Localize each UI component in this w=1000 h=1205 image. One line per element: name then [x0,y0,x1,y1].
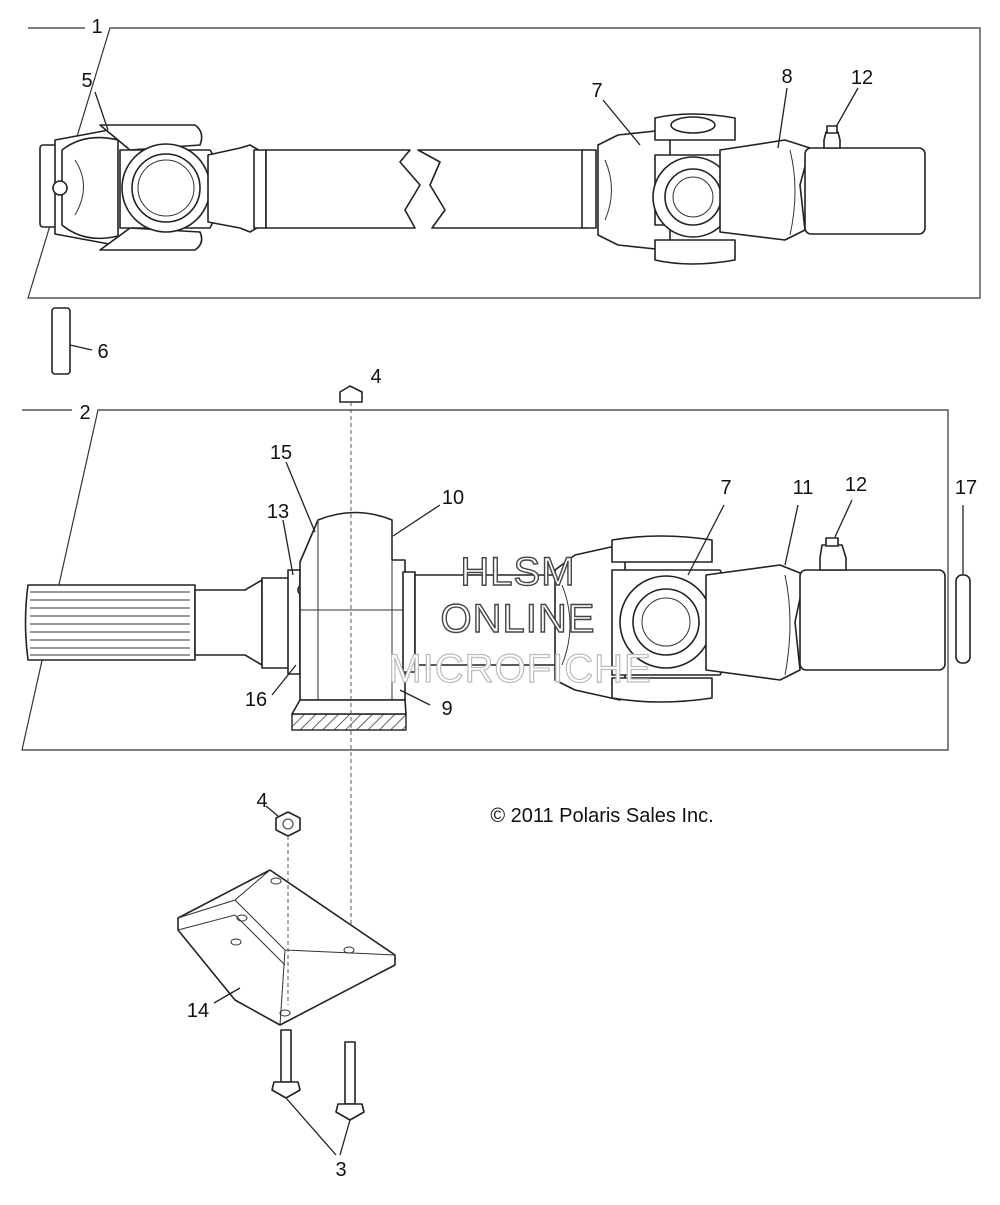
callout-17: 17 [955,477,977,499]
callout-4b: 4 [256,790,267,812]
callout-2: 2 [79,402,90,424]
callout-5: 5 [81,70,92,92]
bracket-part-14 [177,869,396,1026]
right-yoke-1 [719,125,926,241]
assembly-1-front-prop-shaft [27,27,981,299]
watermark-line-2: ONLINE [441,597,596,641]
callout-16: 16 [245,689,267,711]
callout-15: 15 [270,442,292,464]
watermark-line-3: MICROFICHE [388,647,651,691]
callout-13: 13 [267,501,289,523]
callout-6: 6 [97,341,108,363]
nut-part-4-lower [275,811,301,837]
callout-9: 9 [441,698,452,720]
center-bearing [291,511,416,731]
shaft-tube-1 [207,144,597,233]
right-yoke-2 [705,537,946,681]
callout-14: 14 [187,1000,209,1022]
callout-7b: 7 [720,477,731,499]
splined-stub-shaft [24,569,309,675]
pin-part-6 [51,307,93,375]
bolts-part-3 [271,1029,365,1156]
callout-4a: 4 [370,366,381,388]
nut-part-4-top [339,385,363,403]
assembly-2-rear-prop-shaft [21,385,949,955]
watermark-line-1: HLSM [460,550,575,594]
watermark: HLSM ONLINE MICROFICHE [388,549,652,691]
copyright-notice: © 2011 Polaris Sales Inc. [490,805,713,827]
callout-12b: 12 [845,474,867,496]
callout-labels: 1 5 7 8 12 6 4 2 15 10 13 7 11 12 17 16 … [79,16,977,1181]
callout-7a: 7 [591,80,602,102]
left-yoke [39,124,203,251]
callout-3: 3 [335,1159,346,1181]
callout-11: 11 [793,477,814,499]
callout-10: 10 [442,487,464,509]
ring-part-17 [955,505,971,664]
right-u-joint-2 [554,535,726,703]
left-u-joint [119,143,216,233]
callout-1: 1 [91,16,102,38]
callout-8: 8 [781,66,792,88]
callout-12a: 12 [851,67,873,89]
